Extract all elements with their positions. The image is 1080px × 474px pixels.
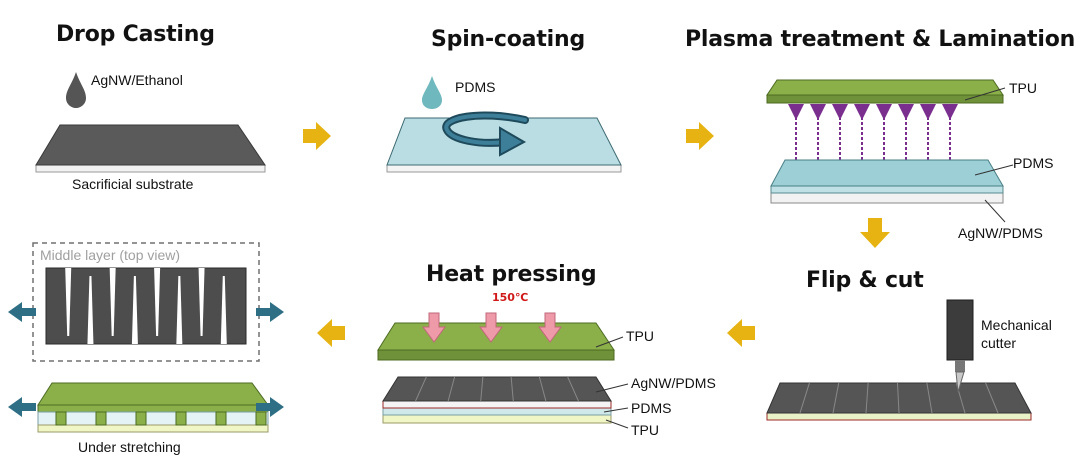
stretch-arrows-top <box>8 302 284 322</box>
label-pdms-mid: PDMS <box>1013 155 1054 171</box>
serpentine-slit <box>198 268 205 336</box>
cut-line <box>538 376 547 402</box>
cut-line <box>985 382 999 414</box>
serpentine-slit <box>176 276 183 344</box>
label-under-stretching: Under stretching <box>78 439 181 455</box>
title-plasma-lamination: Plasma treatment & Lamination <box>685 27 1076 52</box>
laminate-pillar <box>255 411 267 426</box>
laminate-pillar <box>215 411 227 426</box>
title-spin-coating: Spin-coating <box>431 27 585 52</box>
label-agnw-pdms-stack: AgNW/PDMS <box>631 375 716 391</box>
label-agnw-ethanol: AgNW/Ethanol <box>91 72 183 88</box>
leader-agnw-stack <box>595 383 629 393</box>
label-agnw-pdms-plasma: AgNW/PDMS <box>958 225 1043 241</box>
serpentine-slit <box>109 268 116 336</box>
leader-tpu-top <box>964 87 1006 101</box>
stretch-arrows-bottom <box>8 397 284 417</box>
flow-arrow-3 <box>860 218 890 248</box>
label-pdms-spin: PDMS <box>455 79 496 95</box>
label-sacrificial-substrate: Sacrificial substrate <box>72 176 194 192</box>
cut-film <box>766 382 1032 421</box>
cut-line <box>567 376 579 402</box>
label-middle-layer-top-view: Middle layer (top view) <box>40 247 181 263</box>
serpentine-slit <box>220 276 227 344</box>
top-view-inset-box <box>32 242 260 362</box>
serpentine-slit <box>65 268 72 336</box>
cut-line <box>510 376 514 402</box>
heat-arrow <box>422 312 446 343</box>
pdms-agnw-film <box>770 159 1004 204</box>
serpentine-pattern <box>45 267 247 345</box>
label-tpu-stack: TPU <box>631 422 659 438</box>
title-heat-pressing: Heat pressing <box>426 262 597 287</box>
laminate-pillar <box>135 411 147 426</box>
leader-pdms-mid <box>974 164 1014 176</box>
serpentine-slit <box>154 268 161 336</box>
heat-press-arrows <box>422 312 562 343</box>
sacrificial-substrate <box>35 124 266 173</box>
heat-arrow <box>538 312 562 343</box>
title-drop-casting: Drop Casting <box>56 22 215 47</box>
ink-droplet-icon <box>66 72 86 108</box>
label-mechanical-cutter: Mechanical cutter <box>981 317 1052 351</box>
label-tpu-top: TPU <box>1009 80 1037 96</box>
title-flip-cut: Flip & cut <box>806 268 924 293</box>
cut-line <box>415 376 427 402</box>
label-pdms-stack: PDMS <box>631 400 672 416</box>
leader-tpu-stack <box>605 419 629 429</box>
tpu-film-top <box>766 79 1004 104</box>
label-tpu-cover: TPU <box>626 328 654 344</box>
layered-stack <box>382 376 612 424</box>
cut-line <box>926 382 933 414</box>
flow-arrow-5 <box>317 319 345 347</box>
leader-tpu-cover <box>595 336 624 348</box>
heat-arrow <box>479 312 503 343</box>
leader-agnw-bottom <box>984 199 1006 223</box>
cut-line <box>897 382 900 414</box>
leader-pdms-stack <box>603 407 629 413</box>
cut-line <box>480 376 484 402</box>
stretched-laminate <box>37 382 269 433</box>
flow-arrow-1 <box>303 122 331 150</box>
mechanical-cutter-icon <box>946 299 974 393</box>
flow-arrow-4 <box>727 319 755 347</box>
spin-arrow-icon <box>442 111 529 157</box>
flow-arrow-2 <box>686 122 714 150</box>
laminate-pillar <box>175 411 187 426</box>
pdms-droplet-icon <box>422 76 442 109</box>
cut-line <box>447 376 456 402</box>
cut-line <box>832 382 840 414</box>
cut-line <box>799 382 810 414</box>
laminate-pillar <box>55 411 67 426</box>
label-temperature: 150℃ <box>492 291 529 304</box>
serpentine-body <box>45 267 247 345</box>
serpentine-slit <box>87 276 94 344</box>
cut-line <box>865 382 869 414</box>
laminate-pillar <box>95 411 107 426</box>
serpentine-slit <box>131 276 138 344</box>
